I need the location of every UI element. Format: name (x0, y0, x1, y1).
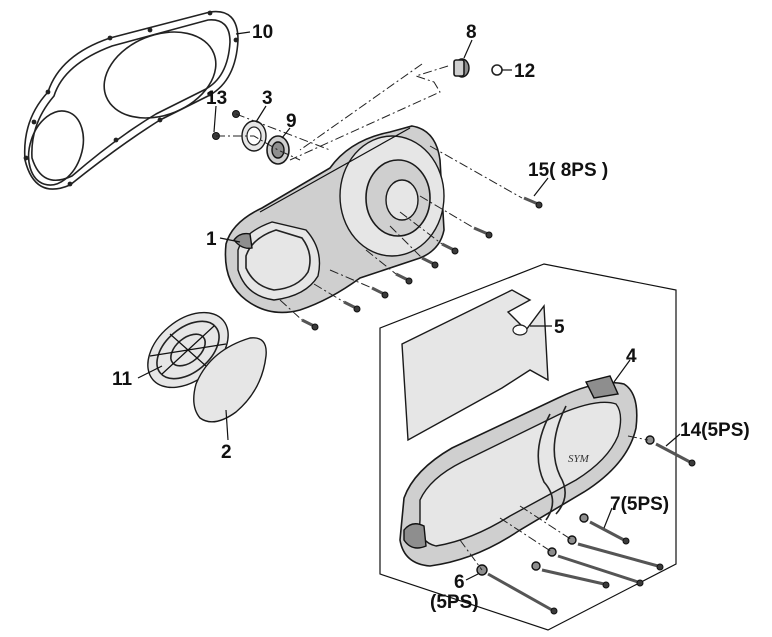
callout-2: 2 (221, 442, 232, 463)
callout-6-qty: (5PS) (430, 592, 479, 613)
callout-3: 3 (262, 88, 273, 109)
leader-1 (219, 237, 241, 243)
gasket-part-10 (23, 10, 239, 190)
bolts-part-14 (531, 435, 696, 589)
leader-8 (463, 39, 473, 59)
callout-5: 5 (554, 317, 565, 338)
bearing-part-9 (266, 135, 290, 165)
leader-15 (533, 177, 549, 197)
callout-4: 4 (626, 346, 637, 367)
leader-13 (213, 105, 217, 133)
leader-3 (255, 105, 267, 123)
bolts-part-15 (301, 196, 543, 331)
plug-part-8 (453, 58, 470, 78)
callout-12: 12 (514, 61, 535, 82)
outer-cover-part-4: SYM (399, 375, 638, 567)
leader-2 (225, 409, 229, 441)
leader-10 (235, 31, 251, 35)
svg-text:SYM: SYM (568, 453, 590, 465)
leader-11 (137, 365, 163, 379)
callout-7: 7(5PS) (610, 494, 669, 515)
callout-6: 6 (454, 572, 465, 593)
callout-15: 15( 8PS ) (528, 160, 608, 181)
callout-8: 8 (466, 22, 477, 43)
assembly-frame (379, 263, 677, 631)
callout-1: 1 (206, 229, 217, 250)
callout-11: 11 (112, 369, 133, 390)
o-ring-part-12 (491, 64, 503, 76)
dowel-pins-part-13 (212, 110, 240, 140)
inner-cover-part-1 (224, 125, 445, 314)
callout-10: 10 (252, 22, 273, 43)
leader-6 (465, 573, 479, 581)
leader-7 (603, 507, 613, 529)
callout-9: 9 (286, 111, 297, 132)
leader-14 (665, 433, 681, 447)
filter-part-2 (193, 337, 267, 423)
leader-9 (281, 127, 291, 139)
leader-4 (613, 359, 631, 383)
callout-14: 14(5PS) (680, 420, 750, 441)
insulation-part-5 (401, 289, 549, 442)
bolts-part-6 (476, 564, 558, 615)
callout-13: 13 (206, 88, 227, 109)
